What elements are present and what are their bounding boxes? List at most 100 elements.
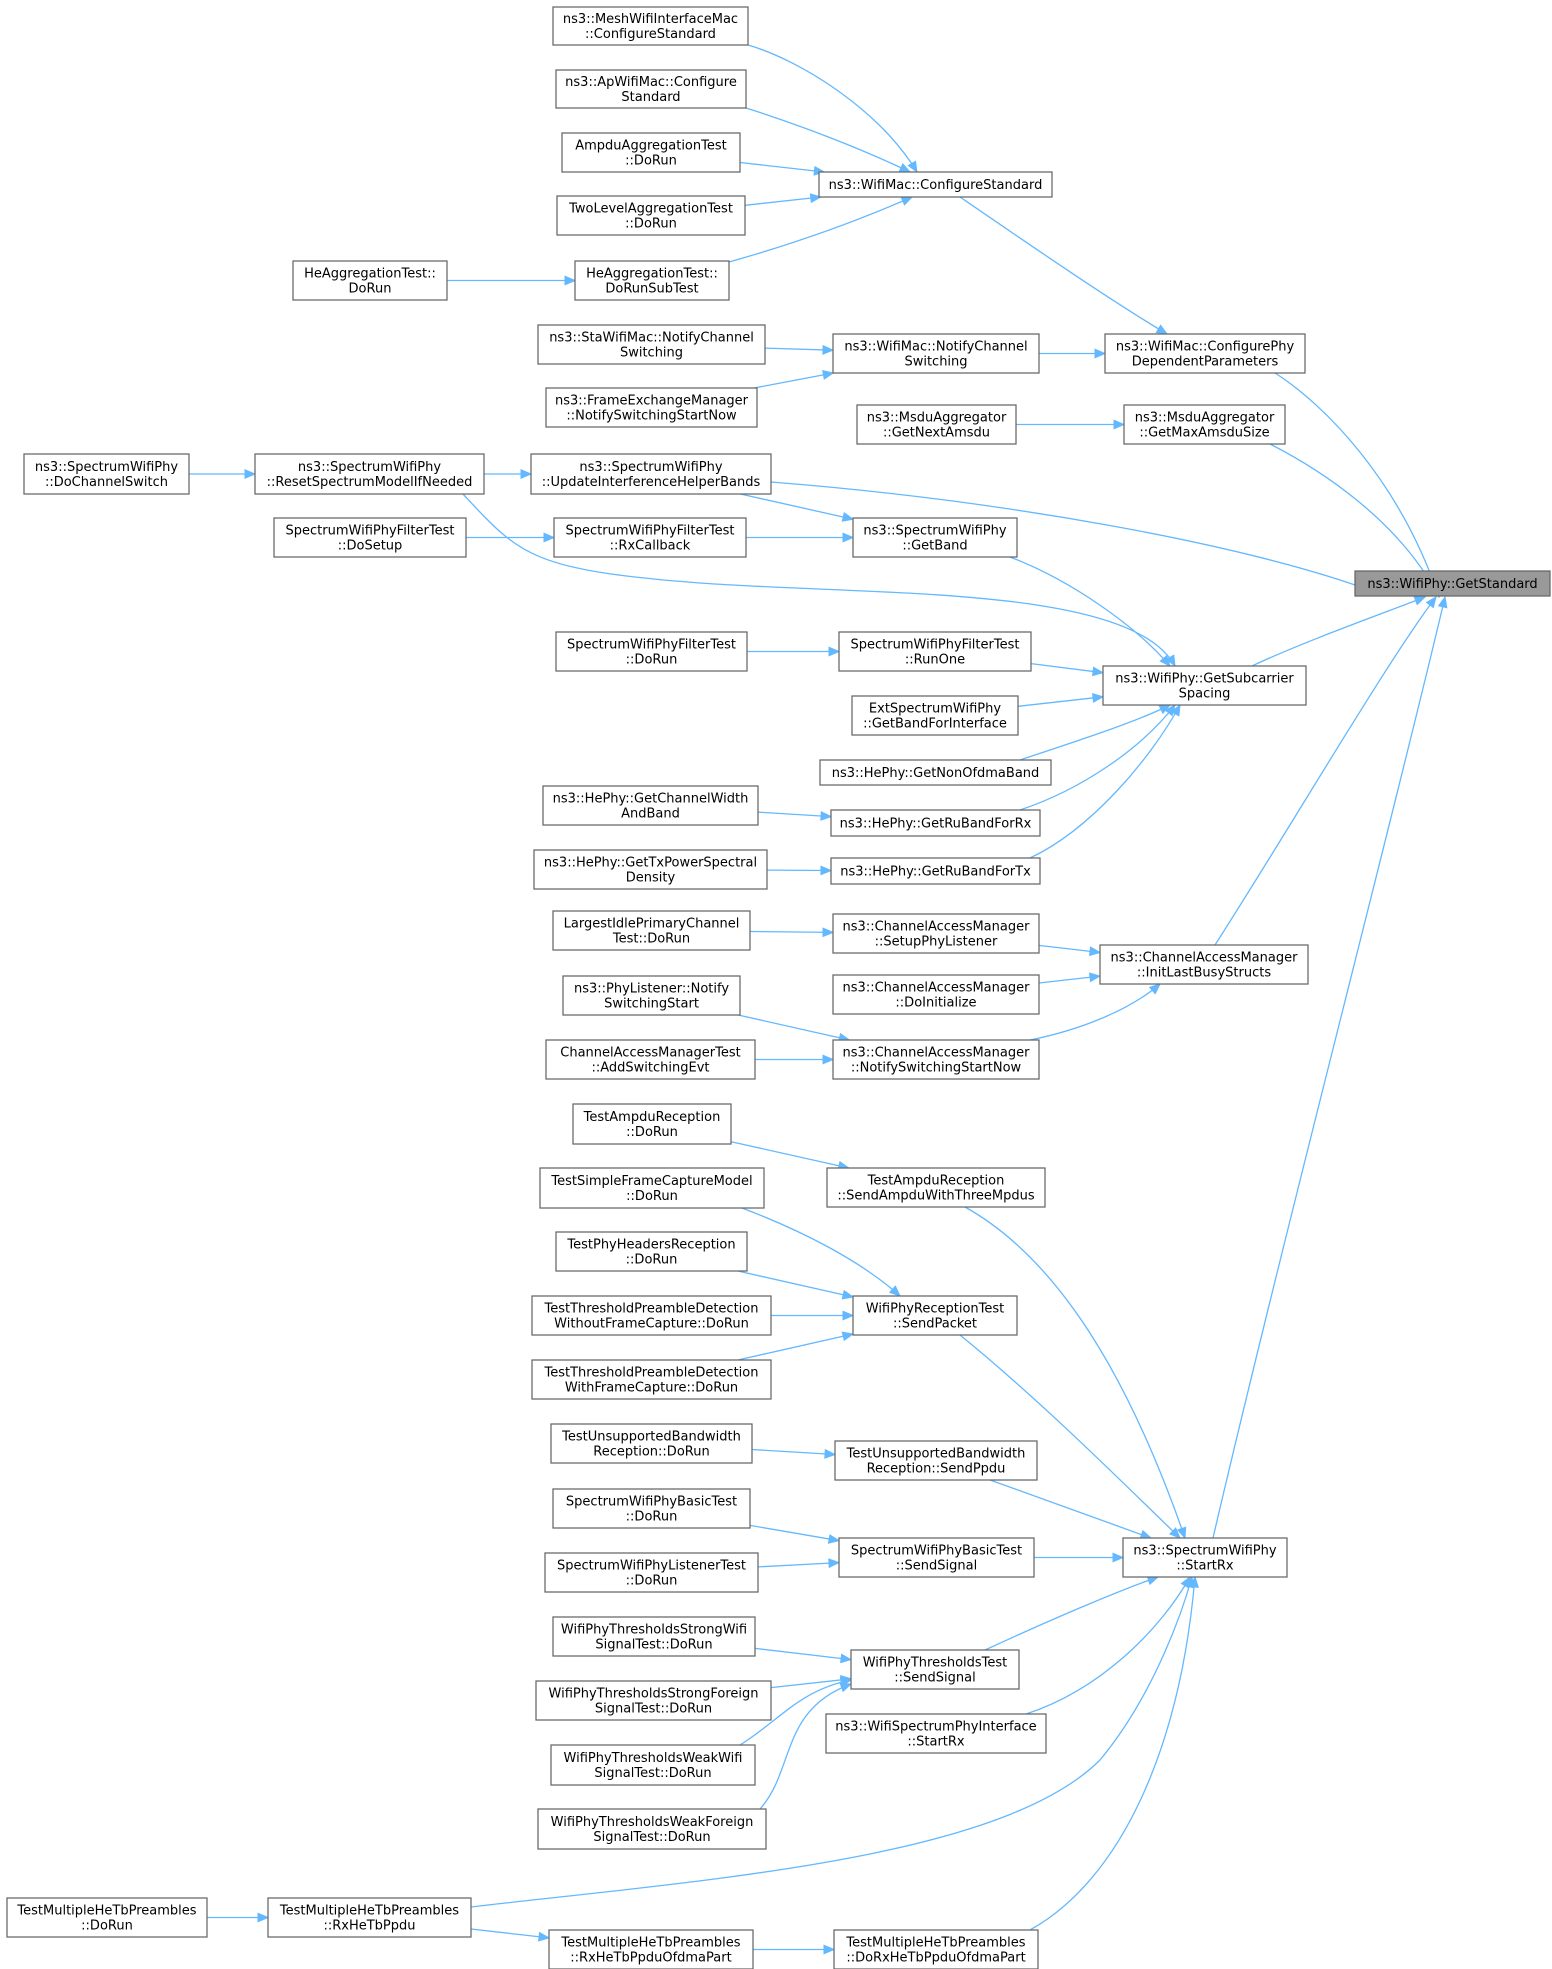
node-filterRxCallback[interactable]: SpectrumWifiPhyFilterTest::RxCallback [553, 517, 747, 558]
node-label: ns3::WifiMac::NotifyChannel [844, 340, 1027, 355]
node-filterDoRun[interactable]: SpectrumWifiPhyFilterTest::DoRun [555, 631, 748, 672]
node-camNotifySwitch[interactable]: ns3::ChannelAccessManager::NotifySwitchi… [832, 1039, 1040, 1080]
node-phyHeaders[interactable]: TestPhyHeadersReception::DoRun [555, 1231, 748, 1272]
node-heRuRx[interactable]: ns3::HePhy::GetRuBandForRx [830, 809, 1041, 837]
edge-filterDoRun-to-filterRunOne [747, 646, 841, 657]
node-label: ::RxCallback [610, 539, 691, 554]
node-ampduRxSend[interactable]: TestAmpduReception::SendAmpduWithThreeMp… [826, 1167, 1046, 1208]
edge-camInitLastBusy-to-root [1214, 595, 1437, 946]
node-box [533, 849, 768, 890]
node-listenerDoRun[interactable]: SpectrumWifiPhyListenerTest::DoRun [544, 1552, 759, 1593]
node-thresholdWithout[interactable]: TestThresholdPreambleDetectionWithoutFra… [531, 1295, 772, 1336]
node-label: ns3::FrameExchangeManager [555, 394, 749, 409]
node-multiDoRxOfdma[interactable]: TestMultipleHeTbPreambles::DoRxHeTbPpduO… [833, 1929, 1039, 1969]
node-phyListenerNotify[interactable]: ns3::PhyListener::NotifySwitchingStart [562, 975, 741, 1016]
edge-wifiRxSendPacket-to-spStartRx [959, 1334, 1181, 1539]
node-msduGetMax[interactable]: ns3::MsduAggregator::GetMaxAmsduSize [1123, 404, 1286, 445]
node-ampduRxDoRun[interactable]: TestAmpduReception::DoRun [572, 1103, 732, 1145]
node-heNonOfdma[interactable]: ns3::HePhy::GetNonOfdmaBand [819, 759, 1052, 786]
node-label: DoRunSubTest [605, 282, 698, 297]
edge-filterRxCallback-to-spGetBand [746, 532, 855, 543]
node-camInitLastBusy[interactable]: ns3::ChannelAccessManager::InitLastBusyS… [1099, 944, 1309, 985]
edge-twoLevelDoRun-to-wifiMacConfigure [744, 193, 823, 206]
node-basicDoRun[interactable]: SpectrumWifiPhyBasicTest::DoRun [552, 1488, 751, 1529]
edge-getSubcarrier-to-root [1251, 596, 1427, 667]
node-weakWifi[interactable]: WifiPhyThresholdsWeakWifiSignalTest::DoR… [550, 1744, 756, 1786]
node-camDoInitialize[interactable]: ns3::ChannelAccessManager::DoInitialize [832, 974, 1040, 1015]
node-root[interactable]: ns3::WifiPhy::GetStandard [1354, 570, 1551, 597]
node-wifiRxSendPacket[interactable]: WifiPhyReceptionTest::SendPacket [852, 1295, 1018, 1336]
node-multiRxOfdma[interactable]: TestMultipleHeTbPreambles::RxHeTbPpduOfd… [548, 1929, 754, 1969]
node-ampduAggDoRun[interactable]: AmpduAggregationTest::DoRun [561, 132, 741, 173]
node-filterRunOne[interactable]: SpectrumWifiPhyFilterTest::RunOne [838, 631, 1032, 672]
node-multiRxHeTb[interactable]: TestMultipleHeTbPreambles::RxHeTbPpdu [267, 1897, 472, 1938]
node-apConfigure[interactable]: ns3::ApWifiMac::ConfigureStandard [555, 69, 747, 109]
node-heRuTx[interactable]: ns3::HePhy::GetRuBandForTx [830, 857, 1041, 885]
edge-basicDoRun-to-basicSendSignal [749, 1524, 841, 1544]
node-box [539, 1167, 765, 1209]
node-label: DoRun [349, 282, 392, 297]
node-box [548, 1929, 754, 1969]
node-configurePhyDep[interactable]: ns3::WifiMac::ConfigurePhyDependentParam… [1104, 333, 1306, 374]
edge-configurePhyDep-to-root [1274, 372, 1441, 599]
node-wifiMacConfigure[interactable]: ns3::WifiMac::ConfigureStandard [818, 171, 1053, 198]
node-msduGetNext[interactable]: ns3::MsduAggregator::GetNextAmsdu [856, 404, 1017, 445]
node-simpleCapture[interactable]: TestSimpleFrameCaptureModel::DoRun [539, 1167, 765, 1209]
node-spDoChannelSwitch[interactable]: ns3::SpectrumWifiPhy::DoChannelSwitch [23, 453, 190, 495]
node-box [556, 195, 746, 236]
edge-extGetBand-to-getSubcarrier [1017, 693, 1105, 707]
node-label: ns3::PhyListener::Notify [574, 982, 729, 997]
node-label: ::SetupPhyListener [875, 935, 998, 950]
node-label: ::RxHeTbPpduOfdmaPart [570, 1951, 731, 1966]
node-wifiSpectrumStartRx[interactable]: ns3::WifiSpectrumPhyInterface::StartRx [825, 1713, 1047, 1754]
node-box [1122, 1537, 1288, 1578]
node-heAggDoRun[interactable]: HeAggregationTest::DoRun [292, 260, 448, 301]
node-label: ns3::SpectrumWifiPhy [1133, 1544, 1276, 1559]
node-spGetBand[interactable]: ns3::SpectrumWifiPhy::GetBand [852, 517, 1018, 558]
node-meshConfigure[interactable]: ns3::MeshWifiInterfaceMac::ConfigureStan… [552, 6, 749, 46]
node-label: SignalTest::DoRun [593, 1830, 710, 1845]
node-basicSendSignal[interactable]: SpectrumWifiPhyBasicTest::SendSignal [838, 1537, 1035, 1578]
node-extGetBand[interactable]: ExtSpectrumWifiPhy::GetBandForInterface [851, 695, 1019, 736]
node-label: ::RunOne [905, 653, 965, 668]
node-thresholdWith[interactable]: TestThresholdPreambleDetectionWithFrameC… [531, 1359, 772, 1400]
node-strongWifi[interactable]: WifiPhyThresholdsStrongWifiSignalTest::D… [552, 1616, 756, 1657]
node-box [545, 387, 758, 428]
edge-simpleCapture-to-wifiRxSendPacket [741, 1207, 901, 1297]
node-strongForeign[interactable]: WifiPhyThresholdsStrongForeignSignalTest… [535, 1680, 772, 1721]
node-label: ::DoRxHeTbPpduOfdmaPart [846, 1951, 1025, 1966]
node-label: LargestIdlePrimaryChannel [564, 917, 740, 932]
node-box [1099, 944, 1309, 985]
node-camSetupPhy[interactable]: ns3::ChannelAccessManager::SetupPhyListe… [832, 913, 1040, 954]
node-filterDoSetup[interactable]: SpectrumWifiPhyFilterTest::DoSetup [273, 517, 467, 558]
node-spStartRx[interactable]: ns3::SpectrumWifiPhy::StartRx [1122, 1537, 1288, 1578]
node-label: ns3::WifiSpectrumPhyInterface [835, 1720, 1036, 1735]
node-unsupportedSend[interactable]: TestUnsupportedBandwidthReception::SendP… [834, 1440, 1038, 1481]
node-label: ns3::WifiPhy::GetSubcarrier [1115, 672, 1294, 687]
node-femNotify[interactable]: ns3::FrameExchangeManager::NotifySwitchi… [545, 387, 758, 428]
node-heAggDoRunSub[interactable]: HeAggregationTest::DoRunSubTest [574, 260, 730, 301]
node-spUpdateBands[interactable]: ns3::SpectrumWifiPhy::UpdateInterference… [530, 453, 772, 495]
node-weakForeign[interactable]: WifiPhyThresholdsWeakForeignSignalTest::… [537, 1808, 767, 1850]
node-box [852, 1295, 1018, 1336]
edge-camNotifySwitch-to-camInitLastBusy [1029, 983, 1161, 1041]
node-label: TestThresholdPreambleDetection [544, 1366, 759, 1381]
node-camTestAddSwitch[interactable]: ChannelAccessManagerTest::AddSwitchingEv… [545, 1039, 756, 1080]
node-label: TestAmpduReception [867, 1174, 1005, 1189]
node-thresholdsSendSignal[interactable]: WifiPhyThresholdsTest::SendSignal [850, 1649, 1020, 1690]
edge-spResetModel-to-getSubcarrier [462, 493, 1176, 668]
node-box [550, 1744, 756, 1786]
node-twoLevelDoRun[interactable]: TwoLevelAggregationTest::DoRun [556, 195, 746, 236]
node-label: ns3::HePhy::GetRuBandForRx [840, 817, 1032, 832]
node-multiDoRun[interactable]: TestMultipleHeTbPreambles::DoRun [6, 1897, 208, 1938]
node-spResetModel[interactable]: ns3::SpectrumWifiPhy::ResetSpectrumModel… [254, 453, 485, 495]
edge-thresholdWithout-to-wifiRxSendPacket [771, 1310, 855, 1321]
node-label: WithFrameCapture::DoRun [565, 1381, 738, 1396]
